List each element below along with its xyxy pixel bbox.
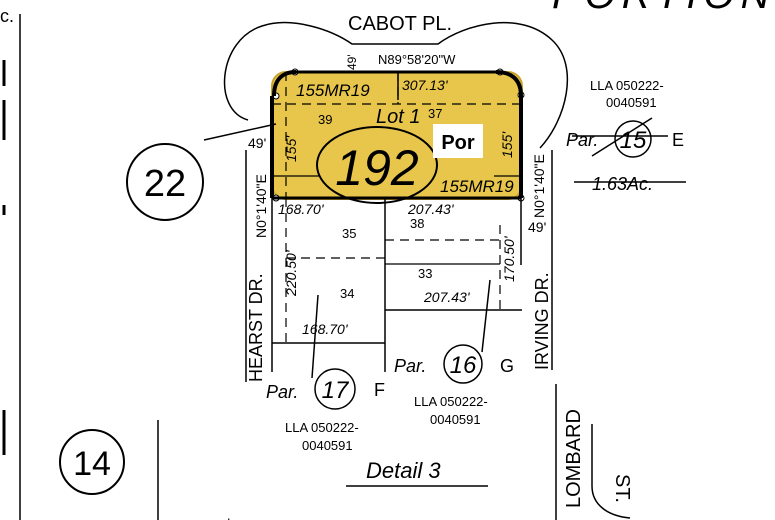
map-ref-circle-14	[59, 429, 125, 495]
por-label: Por	[441, 132, 475, 154]
dim-168-top: 168.70'	[278, 201, 325, 217]
map-title-fragment: PORTION O	[552, 0, 775, 17]
street-st: ST.	[611, 474, 633, 503]
dim-207-mid: 207.43'	[423, 289, 471, 305]
street-cabot-pl: CABOT PL.	[348, 13, 452, 35]
lla-16-line2: 0040591	[430, 412, 481, 427]
street-hearst-dr: HEARST DR.	[246, 273, 266, 382]
left-border	[2, 14, 159, 520]
street-irving-dr: IRVING DR.	[532, 272, 552, 370]
footer-fragment-left: - - - - -	[24, 515, 63, 520]
bearing-west: N0°1'40"E	[253, 174, 269, 238]
book-ref-top: 155MR19	[296, 81, 370, 100]
dim-49-top: 49'	[345, 54, 359, 70]
lla-17-line2: 0040591	[302, 438, 353, 453]
dim-170: 170.50'	[501, 235, 517, 282]
lot-label: Lot 1	[376, 106, 420, 128]
street-lombard: LOMBARD	[563, 409, 585, 508]
lla-17-line1: LLA 050222-	[285, 420, 359, 435]
sub-lot-39: 39	[318, 112, 332, 127]
par15-letter: E	[672, 130, 684, 150]
por-label-box	[433, 124, 483, 158]
dim-307: 307.13'	[402, 77, 449, 93]
par15-number: 15	[620, 127, 647, 154]
par16-letter: G	[500, 356, 514, 376]
par15-circle	[614, 120, 652, 158]
lla-16-line1: LLA 050222-	[414, 394, 488, 409]
par17-number: 17	[322, 377, 350, 404]
dim-155-right: 155'	[499, 131, 515, 158]
sub-lot-35: 35	[342, 226, 356, 241]
par17-label: Par.	[266, 382, 298, 402]
par16-number: 16	[450, 352, 477, 379]
par17-letter: F	[374, 380, 385, 400]
sub-lot-33: 33	[418, 266, 432, 281]
dim-49-left: 49'	[248, 135, 266, 151]
par15-label: Par.	[566, 130, 598, 150]
par15-acres: 1.63Ac.	[592, 174, 653, 194]
lot-number-ellipse	[316, 126, 438, 204]
dim-168-bottom: 168.70'	[302, 321, 349, 337]
par16-circle	[443, 344, 483, 384]
cabot-place-outline	[223, 21, 569, 149]
lot-sub-number: 37	[428, 106, 442, 121]
bearing-east: N0°1'40"E	[531, 154, 547, 218]
book-ref-bottom: 155MR19	[440, 177, 514, 196]
par17-circle	[314, 368, 356, 410]
sub-lot-38: 38	[410, 216, 424, 231]
lot-number: 192	[335, 140, 419, 196]
map-ref-14: 14	[73, 445, 111, 483]
footer-fragment-right: - - - - - -'-	[180, 515, 235, 520]
par16-label: Par.	[394, 356, 426, 376]
detail-label: Detail 3	[366, 458, 441, 483]
dim-207-top: 207.43'	[407, 201, 455, 217]
lla-15-line1: LLA 050222-	[590, 78, 664, 93]
map-ref-circle-22	[126, 143, 204, 221]
dim-155-left: 155'	[283, 135, 299, 162]
sub-lot-34: 34	[340, 286, 354, 301]
corner-fragment: c.	[0, 6, 14, 26]
map-ref-22: 22	[144, 163, 186, 205]
lla-15-line2: 0040591	[606, 95, 657, 110]
dim-220: 220.50'	[283, 249, 299, 297]
bearing-north: N89°58'20"W	[378, 52, 456, 67]
dim-49-right: 49'	[528, 219, 546, 235]
